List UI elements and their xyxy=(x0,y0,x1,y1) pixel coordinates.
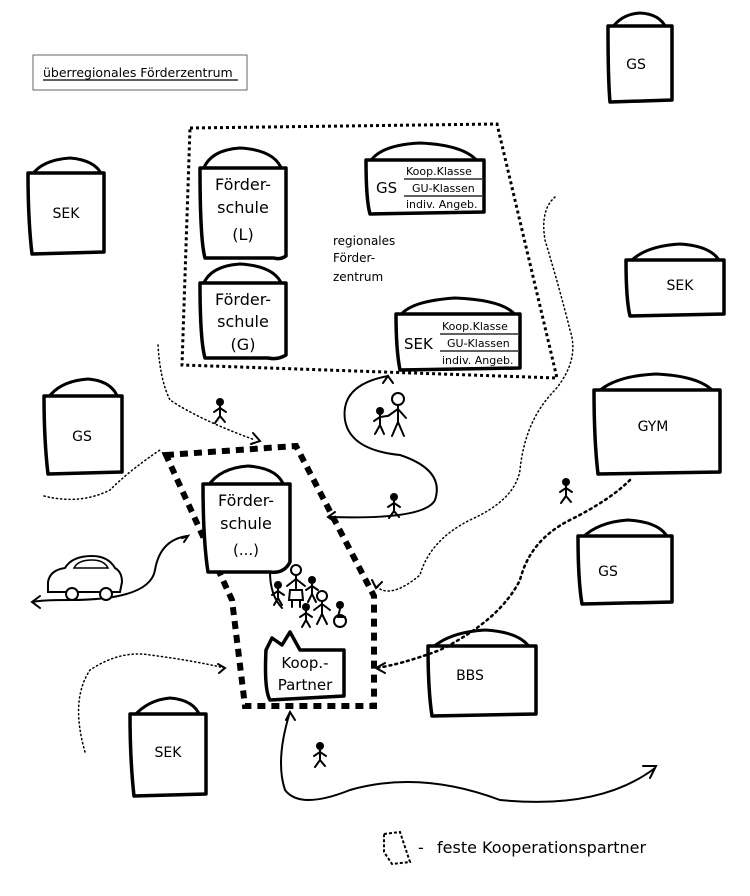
adult-child-icon xyxy=(373,392,407,437)
sek-combo-row2: GU-Klassen xyxy=(447,337,510,350)
arrow-head-dot2 xyxy=(217,663,227,674)
foerderschule-l-line1: Förder- xyxy=(215,175,271,194)
arrow-head-bottom xyxy=(642,765,658,779)
walker-icon-1 xyxy=(213,398,227,424)
arrow-head-1 xyxy=(326,511,336,523)
foerderschule-l-line3: (L) xyxy=(232,225,253,244)
walker-icon-2 xyxy=(387,493,401,519)
dotted-path-upper-right xyxy=(375,196,574,592)
koop-partner-line1: Koop.- xyxy=(281,654,328,672)
foerderschule-g-line3: (G) xyxy=(231,335,256,354)
kooperationspartner-boundary xyxy=(161,442,377,709)
legend-boundary-icon xyxy=(383,830,412,866)
foerderschule-l-line2: schule xyxy=(217,198,269,217)
legend-text: feste Kooperationspartner xyxy=(437,838,646,857)
sek-right-building: SEK xyxy=(624,242,726,318)
sek-right-label: SEK xyxy=(667,278,695,294)
koop-partner-line2: Partner xyxy=(278,676,333,694)
gym-building: GYM xyxy=(592,372,722,476)
legend: - feste Kooperationspartner xyxy=(383,830,646,866)
sek-left-label: SEK xyxy=(53,206,81,222)
gs-combo-row3: indiv. Angeb. xyxy=(406,198,477,211)
foerderschule-x-line1: Förder- xyxy=(218,491,274,510)
regional-label-2: Förder- xyxy=(333,251,375,265)
sek-bottom-building: SEK xyxy=(128,696,208,798)
arrow-head-car2 xyxy=(181,534,191,543)
gs-right-building: GS xyxy=(576,518,674,606)
foerderschule-g-line2: schule xyxy=(217,312,269,331)
foerderschule-x-line2: schule xyxy=(220,514,272,533)
walker-icon-4 xyxy=(313,742,327,768)
gs-combo-building: GS Koop.Klasse GU-Klassen indiv. Angeb. xyxy=(364,141,486,216)
gs-left-building: GS xyxy=(42,377,124,476)
sek-combo-row1: Koop.Klasse xyxy=(442,320,508,333)
title-label: überregionales Förderzentrum xyxy=(43,65,233,80)
dotted-path-left xyxy=(43,449,161,501)
gs-combo-row1: Koop.Klasse xyxy=(406,165,472,178)
arrow-head-2 xyxy=(382,374,394,384)
gs-top-building: GS xyxy=(606,11,674,104)
legend-dash: - xyxy=(418,838,424,857)
regional-center-label: regionales Förder- zentrum xyxy=(333,234,395,284)
arrow-head-bottom2 xyxy=(285,709,296,721)
gs-combo-main: GS xyxy=(376,179,397,197)
link-foerderschule-group xyxy=(269,571,283,609)
title-box: überregionales Förderzentrum xyxy=(32,54,248,91)
sek-left-building: SEK xyxy=(26,156,106,256)
path-regional-to-center xyxy=(329,375,438,519)
path-bottom-right xyxy=(280,711,656,803)
arrow-head-dot3 xyxy=(373,662,386,674)
arrow-head-dot1 xyxy=(250,432,262,445)
foerderschule-l-building: Förder- schule (L) xyxy=(198,146,288,261)
gs-top-label: GS xyxy=(626,57,646,73)
regional-center-boundary xyxy=(180,122,559,380)
koop-partner-building: Koop.- Partner xyxy=(263,630,346,702)
sek-combo-building: SEK Koop.Klasse GU-Klassen indiv. Angeb. xyxy=(394,296,522,372)
path-car xyxy=(32,535,188,603)
bbs-label: BBS xyxy=(456,668,484,684)
regional-label-1: regionales xyxy=(333,234,395,248)
people-group-icon xyxy=(271,564,347,628)
gs-combo-row2: GU-Klassen xyxy=(412,182,475,195)
arrow-head-dot4 xyxy=(371,579,383,590)
gs-right-label: GS xyxy=(598,564,618,580)
car-icon xyxy=(47,554,124,601)
walker-icon-3 xyxy=(559,478,573,504)
foerderschule-x-building: Förder- schule (...) xyxy=(201,464,292,575)
dotted-path-lower-left xyxy=(77,653,226,753)
bbs-building: BBS xyxy=(426,628,538,718)
foerderschule-g-building: Förder- schule (G) xyxy=(198,262,288,361)
sek-combo-row3: indiv. Angeb. xyxy=(442,354,513,367)
regional-label-3: zentrum xyxy=(333,270,383,284)
sek-combo-main: SEK xyxy=(404,335,434,353)
gs-left-label: GS xyxy=(72,429,92,445)
foerderschule-x-line3: (...) xyxy=(233,541,259,559)
gym-label: GYM xyxy=(638,419,669,435)
dotted-path-gym xyxy=(373,478,632,670)
dotted-path-upper-left xyxy=(157,344,256,441)
sek-bottom-label: SEK xyxy=(155,745,183,761)
foerderschule-g-line1: Förder- xyxy=(215,290,271,309)
arrow-head-car xyxy=(30,595,41,609)
